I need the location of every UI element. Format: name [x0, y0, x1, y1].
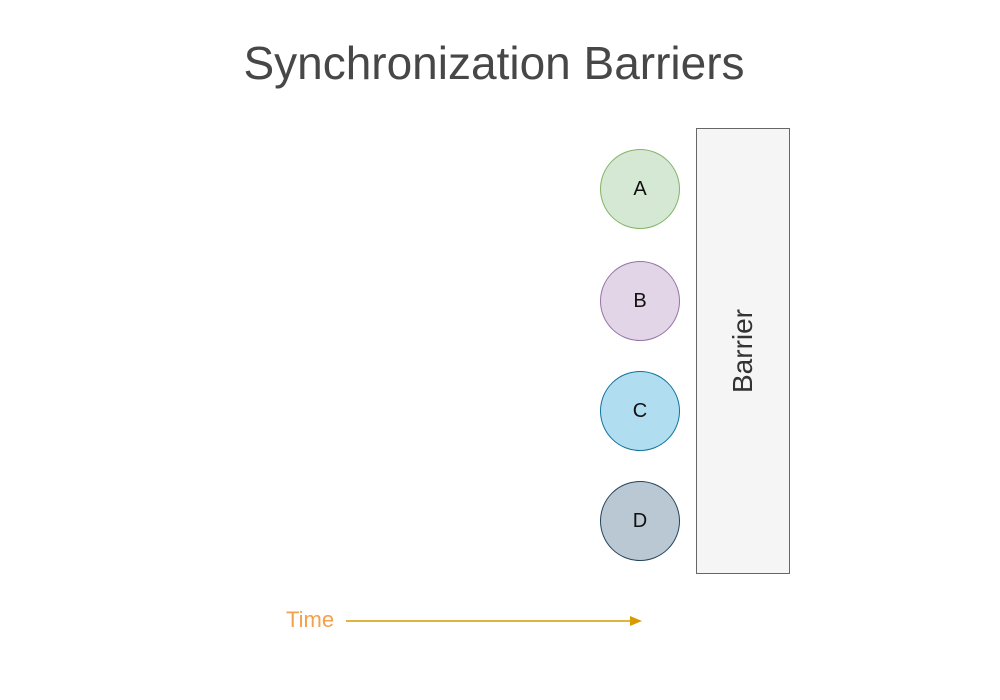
thread-node-b: B: [600, 261, 680, 341]
barrier-label: Barrier: [727, 308, 758, 394]
thread-node-label: A: [633, 177, 647, 200]
thread-node-label: C: [632, 399, 648, 422]
time-label: Time: [286, 607, 335, 632]
thread-node-a: A: [600, 149, 680, 229]
time-arrow-icon: [346, 616, 642, 626]
thread-node-d: D: [600, 481, 680, 561]
barrier-box: Barrier: [696, 128, 790, 574]
thread-node-c: C: [600, 371, 680, 451]
diagram-title: Synchronization Barriers: [243, 37, 745, 89]
thread-node-label: D: [632, 509, 648, 532]
thread-node-label: B: [633, 289, 647, 312]
